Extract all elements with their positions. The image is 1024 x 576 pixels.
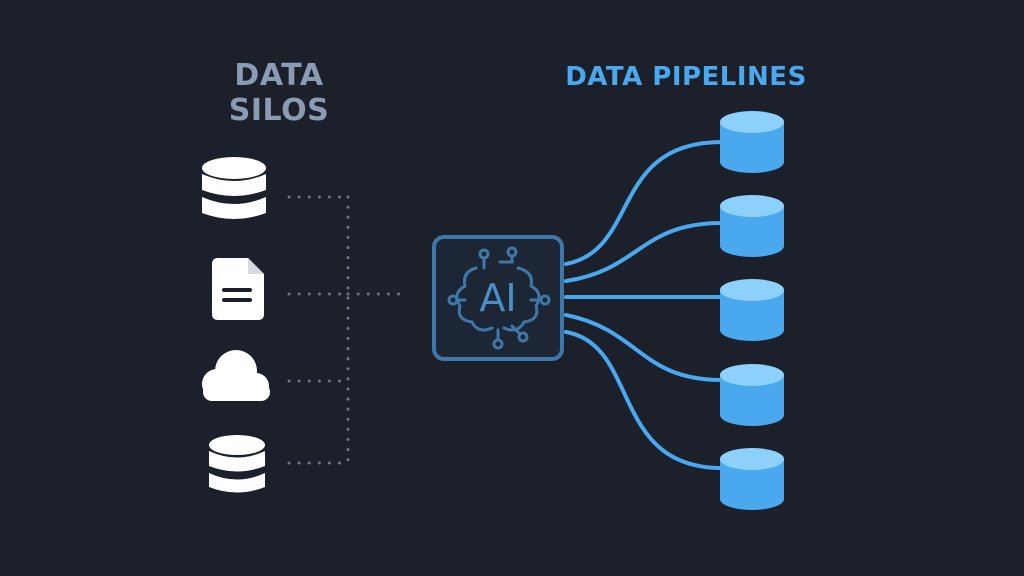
ai-hub-frame [432, 235, 564, 361]
pipeline-line-5 [564, 330, 724, 470]
ai-brain-chip-icon [447, 246, 551, 350]
pipeline-line-1 [564, 140, 724, 266]
heading-data-silos-line2: SILOS [229, 93, 329, 128]
database-icon [202, 157, 266, 219]
ai-hub: AI [432, 235, 564, 361]
heading-data-silos-line1: DATA [234, 58, 323, 93]
database-cylinder-icon [720, 111, 784, 173]
cloud-icon [202, 350, 270, 401]
dotted-connectors [287, 195, 410, 465]
ai-hub-label: AI [479, 276, 516, 320]
database-cylinder-icon [720, 195, 784, 257]
pipeline-lines [564, 140, 724, 470]
heading-data-pipelines: DATA PIPELINES [565, 62, 807, 92]
database-cylinder-icon [720, 448, 784, 510]
database-icon [209, 435, 265, 493]
database-cylinder-icon [720, 279, 784, 341]
database-cylinder-icon [720, 364, 784, 426]
document-icon [212, 258, 264, 320]
pipeline-cylinders [720, 111, 784, 510]
pipeline-line-2 [564, 221, 724, 283]
pipeline-line-4 [564, 313, 724, 382]
